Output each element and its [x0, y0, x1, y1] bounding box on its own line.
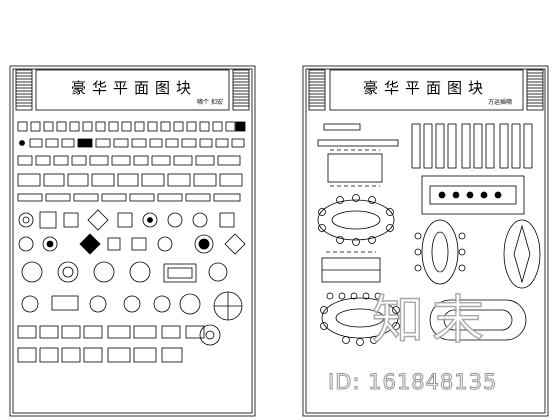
bench-row-5 [17, 193, 241, 202]
oval-table-1 [317, 194, 395, 246]
armchair-row-1 [17, 121, 246, 132]
watermark: 知末 ID: 161848135 [328, 290, 497, 394]
side-table [323, 123, 361, 131]
oval-table-4 [320, 297, 400, 346]
right-sheet-border [302, 65, 549, 417]
sofa-row-2 [19, 138, 245, 148]
left-title-block: 豪华平面图块 嘀个 扣宏 [15, 69, 250, 111]
desk-row-11 [17, 324, 221, 363]
rounded-table-bottom [429, 299, 527, 341]
right-title-block: 豪华平面图块 方运插嘀 [308, 69, 544, 111]
left-title-frame [35, 69, 230, 111]
sofa-row-3 [17, 155, 241, 166]
left-sheet-subtitle: 嘀个 扣宏 [197, 98, 223, 106]
right-sheet-subtitle: 方运插嘀 [488, 98, 512, 106]
right-title-frame [329, 69, 524, 111]
left-hatch-right [232, 69, 250, 111]
left-sheet [9, 65, 256, 417]
right-sheet-inner-border [305, 68, 546, 414]
classroom-seating [411, 123, 533, 169]
round-table-row-9 [21, 291, 243, 321]
dining-set-row-7 [18, 233, 246, 255]
right-hatch-right [526, 69, 544, 111]
rect-table-2 [321, 251, 381, 283]
desk-row-10 [17, 325, 205, 339]
left-sheet-border [9, 65, 256, 417]
oval-table-3 [503, 219, 541, 289]
left-furniture-blocks [17, 121, 246, 363]
right-sheet [302, 65, 549, 417]
dining-set-row-6 [18, 209, 235, 231]
conference-table-1 [317, 139, 399, 187]
watermark-id: ID: 161848135 [328, 370, 497, 394]
left-sheet-inner-border [12, 68, 253, 414]
left-hatch-left [15, 69, 33, 111]
boardroom-table [421, 175, 525, 215]
round-table-row-8 [21, 261, 228, 283]
right-sheet-title: 豪华平面图块 [363, 79, 489, 97]
left-sheet-title: 豪华平面图块 [71, 79, 197, 97]
oval-table-2 [414, 219, 466, 285]
right-furniture-blocks [317, 123, 541, 346]
sofa-row-4 [17, 173, 243, 187]
chairs-row [326, 292, 382, 300]
watermark-logo-text: 知末 [372, 291, 492, 351]
right-hatch-left [308, 69, 326, 111]
